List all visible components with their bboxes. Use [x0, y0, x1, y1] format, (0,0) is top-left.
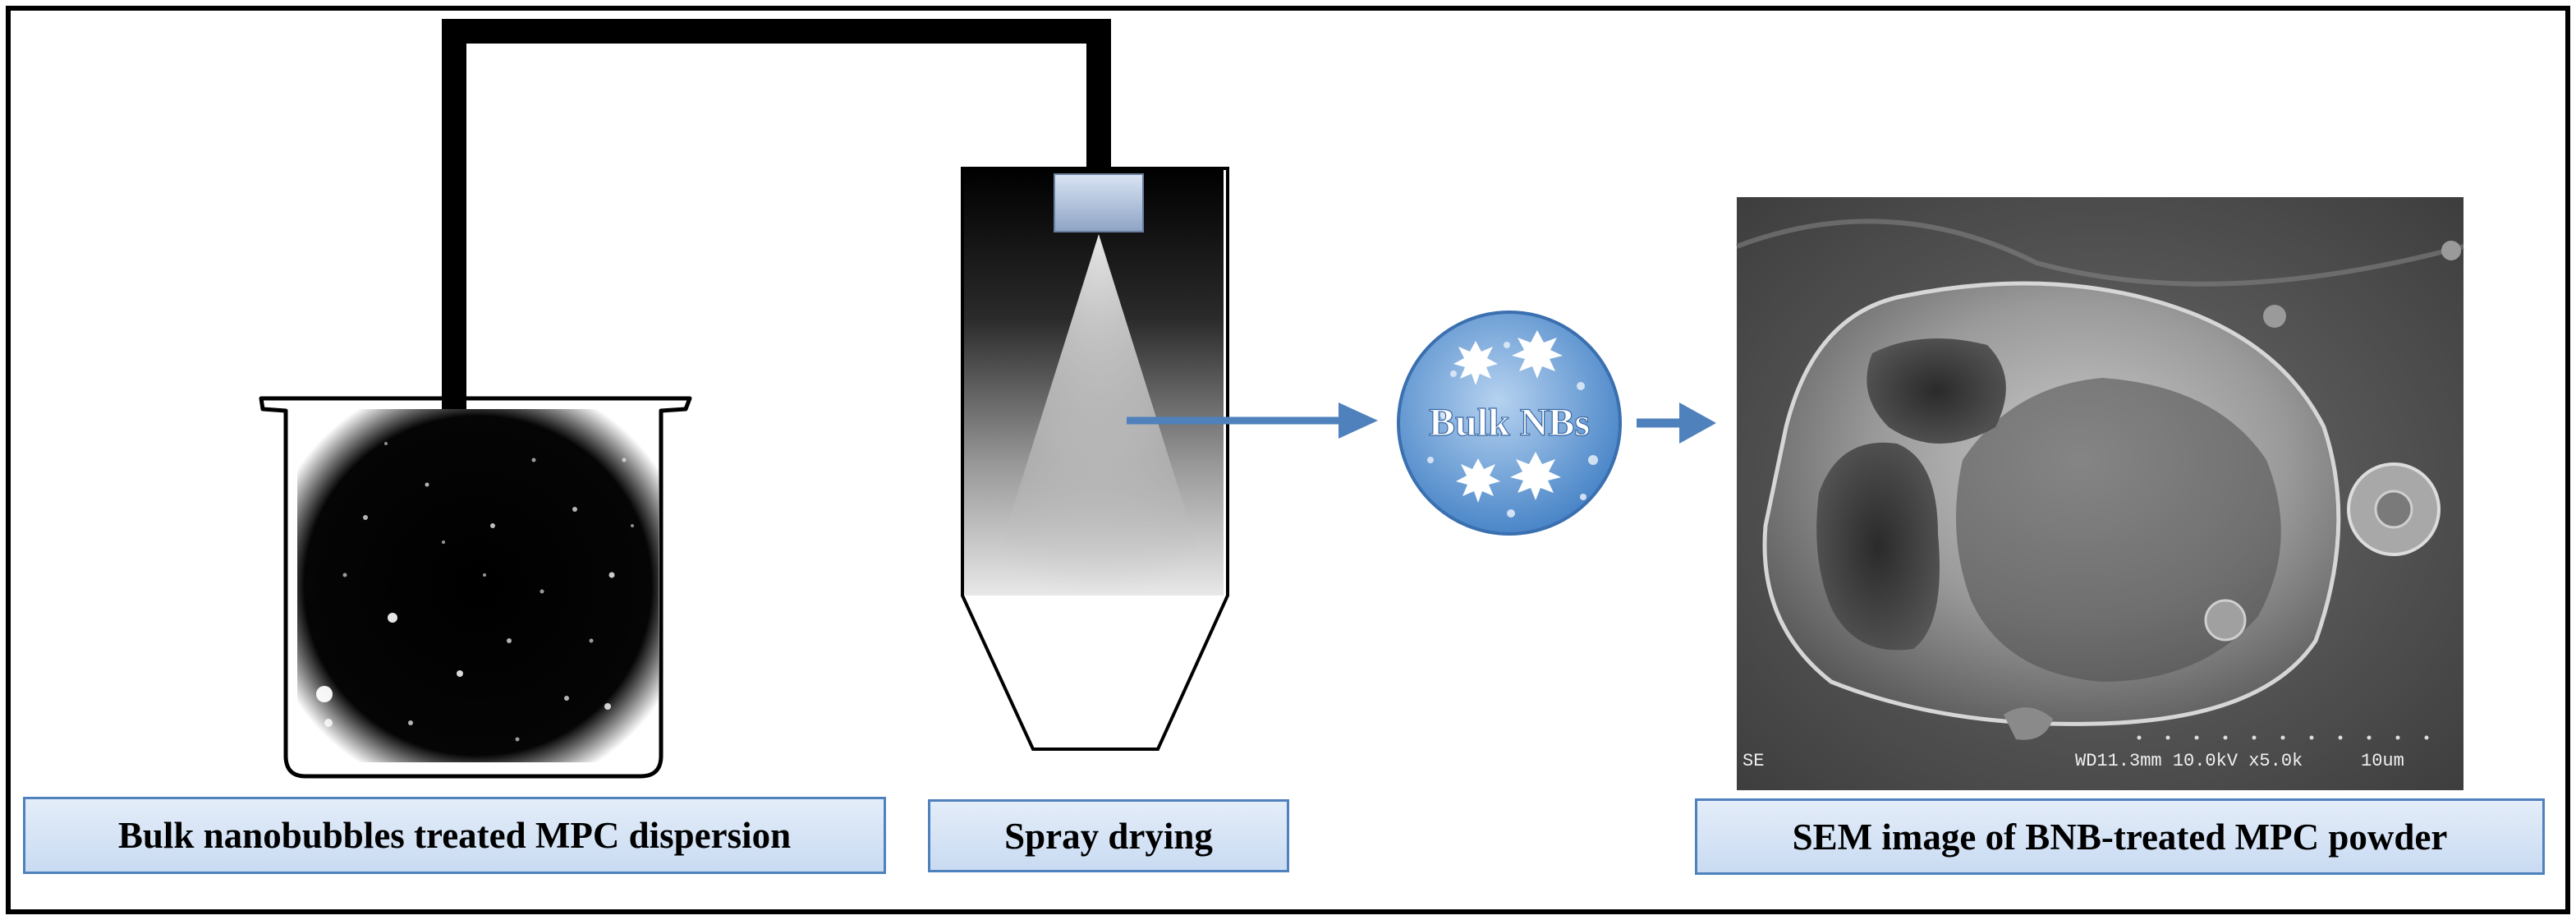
sem-surface-fold — [1735, 218, 2464, 287]
sem-scale-ticks — [2137, 735, 2429, 740]
sem-image-label: SEM image of BNB-treated MPC powder — [1695, 798, 2545, 875]
arrow-to-sem — [1637, 402, 1716, 444]
arrow-to-bubble — [1127, 402, 1378, 439]
sem-bump — [2204, 599, 2247, 642]
sem-info-label: WD11.3mm 10.0kV x5.0k — [2075, 751, 2303, 771]
small-bubbles — [1427, 342, 1598, 518]
transfer-tube — [442, 19, 1111, 423]
sem-cavity-top — [1867, 338, 2006, 444]
outer-frame — [6, 6, 2570, 914]
beaker-outline — [259, 396, 692, 779]
sem-cavity-main — [1956, 378, 2281, 682]
bulk-nanobubbles-circle: Bulk NBs — [1397, 310, 1622, 536]
sem-cavity-left — [1816, 442, 1940, 651]
sem-fragment-2 — [2441, 241, 2461, 260]
bulk-nbs-label: Bulk NBs — [1429, 401, 1590, 444]
spray-nozzle — [1054, 173, 1144, 232]
spray-drying-label: Spray drying — [928, 799, 1289, 872]
sem-image: SE WD11.3mm 10.0kV x5.0k 10um — [1735, 197, 2464, 790]
sem-fragment — [2263, 305, 2286, 328]
nanobubble-dots — [316, 442, 634, 742]
spray-dryer-outline — [961, 167, 1229, 751]
dispersion-liquid — [297, 409, 659, 762]
spray-cone — [985, 234, 1212, 596]
sem-debris — [2004, 707, 2053, 740]
burst-icons — [1453, 330, 1563, 503]
spray-dryer — [961, 167, 1229, 751]
sem-small-particle-core — [2374, 490, 2413, 529]
sem-mode-label: SE — [1743, 751, 1764, 771]
beaker — [259, 396, 692, 779]
sem-scale-label: 10um — [2361, 751, 2404, 771]
dispersion-label: Bulk nanobubbles treated MPC dispersion — [23, 797, 886, 874]
